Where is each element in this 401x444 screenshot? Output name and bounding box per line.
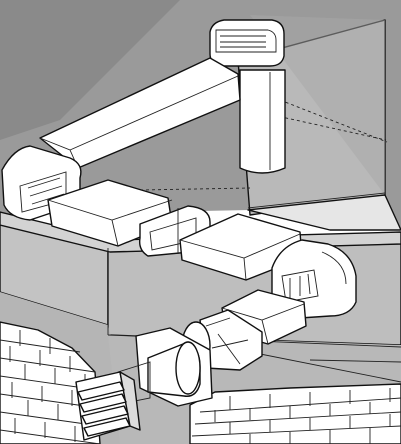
right-duct: [179, 213, 303, 281]
round-riser-pipe: [239, 69, 286, 174]
wall-sleeve: [117, 327, 213, 407]
brick-wall-left: [0, 321, 101, 444]
top-outlet: [209, 19, 285, 67]
exterior-louvre-grille: [75, 371, 141, 441]
brick-wall-right: [189, 383, 401, 444]
